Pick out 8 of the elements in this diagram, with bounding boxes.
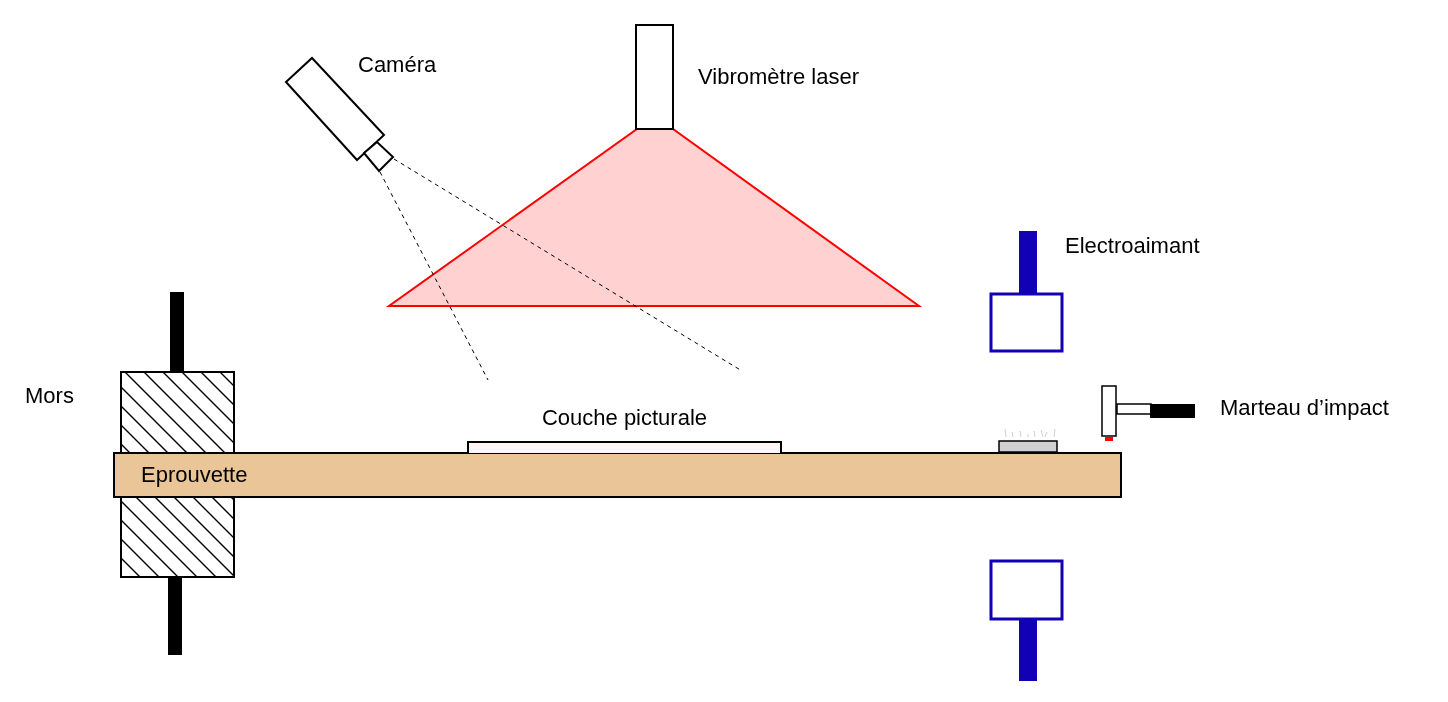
layer-label: Couche picturale bbox=[541, 405, 708, 430]
part-label: Marteau d’impact bbox=[1220, 396, 1389, 420]
specimen-label: Eprouvette bbox=[141, 463, 248, 487]
part-label: Caméra bbox=[358, 53, 437, 77]
part-label: Electroaimant bbox=[1065, 234, 1200, 258]
specimen-beam bbox=[113, 452, 1122, 498]
part-label: Vibromètre laser bbox=[698, 65, 859, 89]
part-label: Mors bbox=[25, 384, 74, 408]
